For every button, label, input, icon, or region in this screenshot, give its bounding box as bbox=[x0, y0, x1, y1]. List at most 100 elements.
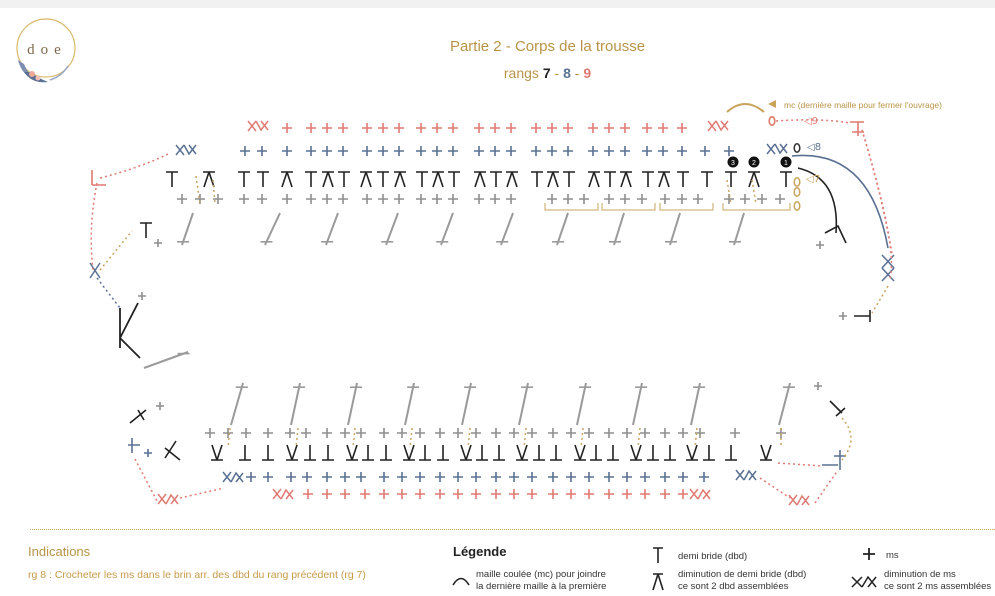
sc-stitch-icon bbox=[322, 146, 332, 156]
sc-stitch-icon bbox=[850, 121, 864, 136]
sc-stitch-icon bbox=[677, 146, 687, 156]
hdc-decrease-stitch-icon bbox=[394, 171, 406, 188]
sc-decrease-stitch-icon bbox=[766, 143, 788, 155]
base-stitch-icon bbox=[500, 212, 514, 246]
hdc-decrease-stitch-icon bbox=[432, 171, 444, 188]
join-dotted-line bbox=[726, 179, 732, 205]
sc-stitch-icon bbox=[240, 146, 250, 156]
sc-stitch-icon bbox=[379, 428, 389, 438]
hdc-stitch-icon bbox=[362, 445, 374, 461]
join-dotted-line bbox=[841, 417, 852, 461]
base-stitch-icon bbox=[669, 212, 681, 246]
sc-stitch-icon bbox=[620, 194, 630, 204]
join-dotted-line bbox=[134, 458, 158, 502]
sc-stitch-icon bbox=[378, 123, 388, 133]
sc-stitch-icon bbox=[416, 123, 426, 133]
hdc-decrease-stitch-icon bbox=[630, 444, 642, 461]
hdc-stitch-icon bbox=[257, 171, 269, 187]
sc-stitch-icon bbox=[416, 146, 426, 156]
sc-stitch-icon bbox=[642, 146, 652, 156]
sc-stitch-icon bbox=[257, 146, 267, 156]
hdc-decrease-stitch-icon bbox=[686, 444, 698, 461]
legend-title: Légende bbox=[453, 544, 507, 559]
sc-stitch-icon bbox=[622, 489, 632, 499]
sc-stitch-icon bbox=[660, 428, 670, 438]
sc-stitch-icon bbox=[282, 194, 292, 204]
sc-stitch-icon bbox=[306, 146, 316, 156]
join-dotted-line bbox=[759, 477, 791, 499]
hdc-stitch-icon bbox=[829, 400, 846, 417]
row-8-turn-line bbox=[791, 154, 889, 249]
sc-stitch-icon bbox=[453, 472, 463, 482]
sc-stitch-icon bbox=[563, 123, 573, 133]
hdc-stitch-icon bbox=[854, 310, 871, 322]
base-stitch-icon bbox=[576, 382, 587, 426]
hdc-decrease-stitch-icon bbox=[211, 444, 223, 461]
sc-decrease-stitch-icon bbox=[89, 262, 101, 279]
sc-stitch-icon bbox=[491, 428, 501, 438]
hdc-stitch-icon bbox=[416, 171, 428, 187]
hdc-decrease-icon bbox=[652, 573, 664, 591]
join-dotted-line bbox=[871, 285, 889, 314]
sc-stitch-icon bbox=[604, 472, 614, 482]
rows-sep-2: - bbox=[570, 65, 584, 81]
single-crochet-icon bbox=[863, 548, 875, 560]
sc-stitch-icon bbox=[156, 402, 164, 410]
sc-stitch-icon bbox=[397, 489, 407, 499]
sc-stitch-icon bbox=[394, 194, 404, 204]
hdc-decrease-stitch-icon bbox=[322, 171, 334, 188]
hdc-decrease-stitch-icon bbox=[460, 444, 472, 461]
hdc-stitch-icon bbox=[490, 171, 502, 187]
hdc-decrease-stitch-icon bbox=[574, 444, 586, 461]
sc-stitch-icon bbox=[677, 123, 687, 133]
hdc-stitch-icon bbox=[338, 171, 350, 187]
sc-stitch-icon bbox=[579, 194, 589, 204]
sc-stitch-icon bbox=[474, 146, 484, 156]
sc-stitch-icon bbox=[839, 312, 847, 320]
sc-stitch-icon bbox=[491, 472, 501, 482]
sc-stitch-icon bbox=[432, 123, 442, 133]
sc-stitch-icon bbox=[814, 382, 822, 390]
sc-stitch-icon bbox=[775, 194, 785, 204]
sc-stitch-icon bbox=[471, 472, 481, 482]
sc-stitch-icon bbox=[340, 428, 350, 438]
sc-stitch-icon bbox=[322, 123, 332, 133]
sc-stitch-icon bbox=[223, 428, 233, 438]
hdc-stitch-icon bbox=[238, 171, 250, 187]
sc-stitch-icon bbox=[453, 428, 463, 438]
sc-stitch-icon bbox=[144, 449, 152, 457]
sc-stitch-icon bbox=[548, 472, 558, 482]
hdc-stitch-icon bbox=[304, 445, 316, 461]
hdc-stitch-icon bbox=[780, 171, 792, 187]
sc-stitch-icon bbox=[724, 146, 734, 156]
join-dotted-line bbox=[861, 129, 893, 279]
join-dotted-line bbox=[694, 427, 698, 449]
hdc-stitch-icon bbox=[305, 171, 317, 187]
sc-stitch-icon bbox=[474, 194, 484, 204]
sc-stitch-icon bbox=[282, 123, 292, 133]
stitch-number-mark bbox=[727, 156, 739, 168]
hdc-decrease-stitch-icon bbox=[658, 171, 670, 188]
sc-stitch-icon bbox=[566, 472, 576, 482]
base-stitch-icon bbox=[143, 351, 189, 369]
base-stitch-icon bbox=[690, 382, 701, 426]
sc-stitch-icon bbox=[640, 472, 650, 482]
hdc-stitch-icon bbox=[476, 445, 488, 461]
hdc-stitch-icon bbox=[262, 445, 274, 461]
hdc-decrease-stitch-icon bbox=[547, 171, 559, 188]
sc-stitch-icon bbox=[435, 472, 445, 482]
hdc-stitch-icon bbox=[380, 445, 392, 461]
sc-stitch-icon bbox=[322, 194, 332, 204]
sc-stitch-icon bbox=[527, 489, 537, 499]
base-stitch-icon bbox=[290, 382, 301, 426]
slip-stitch-icon bbox=[452, 577, 470, 586]
sc-stitch-icon bbox=[637, 194, 647, 204]
legend-item-sc: ms bbox=[886, 550, 899, 561]
sc-stitch-icon bbox=[604, 489, 614, 499]
sc-decrease-stitch-icon bbox=[175, 144, 197, 156]
sc-stitch-icon bbox=[453, 489, 463, 499]
sc-stitch-icon bbox=[588, 146, 598, 156]
